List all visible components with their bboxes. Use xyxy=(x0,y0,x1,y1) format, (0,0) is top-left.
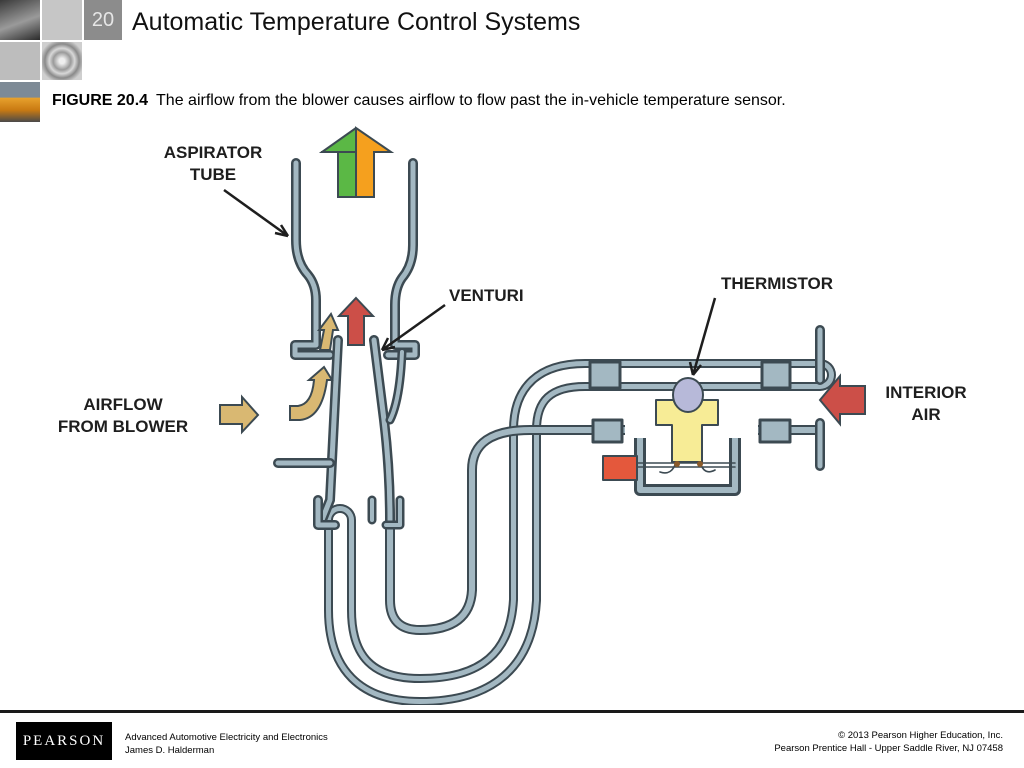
slide-number: 20 xyxy=(84,0,122,40)
aspirator-tube-diagram: ASPIRATOR TUBE VENTURI THERMISTOR AIRFLO… xyxy=(58,126,967,705)
venturi-base-flange-fill xyxy=(370,498,402,527)
upper-duct-flange-left xyxy=(588,360,622,390)
footer-book-info: Advanced Automotive Electricity and Elec… xyxy=(125,731,328,757)
thermistor-lead-dot-2 xyxy=(697,461,703,467)
diagram-drawing xyxy=(273,158,836,705)
label-aspirator-tube-line1: ASPIRATOR xyxy=(164,143,263,162)
label-aspirator-tube-line2: TUBE xyxy=(190,165,236,184)
interior-air-arrow xyxy=(818,373,866,427)
thermistor-leader-line xyxy=(691,297,717,376)
venturi-right-edge-fill xyxy=(371,337,393,523)
figure-caption-text: The airflow from the blower causes airfl… xyxy=(156,92,786,109)
slide-title: Automatic Temperature Control Systems xyxy=(132,8,581,36)
car-photo-thumbnail xyxy=(0,0,40,40)
blower-flow-arrow-curve xyxy=(289,365,334,421)
venturi-splitter-fill xyxy=(388,350,404,422)
lower-duct-flange-right xyxy=(758,418,792,444)
footer-copyright-info: © 2013 Pearson Higher Education, Inc. Pe… xyxy=(774,729,1003,755)
footer-divider xyxy=(0,710,1024,713)
label-thermistor: THERMISTOR xyxy=(721,274,833,293)
sports-car-thumbnail xyxy=(0,82,40,122)
label-airflow-line1: AIRFLOW xyxy=(83,395,163,414)
footer-copyright: © 2013 Pearson Higher Education, Inc. xyxy=(838,730,1003,741)
footer-book-title: Advanced Automotive Electricity and Elec… xyxy=(125,732,328,743)
venturi-leader-line xyxy=(381,303,446,352)
wheel-photo-thumbnail xyxy=(42,42,82,80)
figure-label: FIGURE 20.4 xyxy=(52,92,149,109)
figure-caption: FIGURE 20.4 The airflow from the blower c… xyxy=(52,92,786,110)
aspirator-leader-line xyxy=(223,188,289,238)
venturi-left-edge-fill xyxy=(319,337,341,523)
pearson-logo: PEARSON xyxy=(16,722,112,760)
aspirator-leader-arrowhead xyxy=(274,224,290,238)
lower-duct-flange-left xyxy=(591,418,624,444)
airflow-from-blower-arrow xyxy=(219,394,260,435)
footer-author: James D. Halderman xyxy=(125,745,215,756)
label-venturi: VENTURI xyxy=(449,286,524,305)
exit-arrow-left xyxy=(318,127,357,198)
venturi-leader-arrowhead xyxy=(380,337,396,352)
gray-tile-thumbnail-2 xyxy=(0,42,40,80)
venturi-flow-arrow xyxy=(336,296,376,346)
airflow-arrows xyxy=(219,126,866,435)
label-interior-air-line2: AIR xyxy=(911,405,940,424)
label-interior-air-line1: INTERIOR xyxy=(885,383,966,402)
upper-duct-flange-right xyxy=(760,360,792,390)
label-airflow-line2: FROM BLOWER xyxy=(58,417,188,436)
aspirator-left-wall-fill xyxy=(292,160,333,358)
sensor-housing-fill xyxy=(637,427,738,493)
thermistor-lead-dot xyxy=(674,461,680,467)
exit-arrow-right xyxy=(355,126,395,198)
gray-tile-thumbnail xyxy=(42,0,82,40)
thermistor-leader-arrowhead xyxy=(688,361,702,376)
header-thumbnails xyxy=(0,0,84,122)
leader-lines xyxy=(223,188,717,376)
blower-inlet-wall-fill xyxy=(275,460,338,528)
u-duct-inner-wall-fill xyxy=(387,427,823,633)
blower-flow-arrow-upper xyxy=(317,312,340,351)
electrical-connector xyxy=(602,455,638,481)
aspirator-right-wall-fill xyxy=(385,160,418,358)
footer-publisher: Pearson Prentice Hall - Upper Saddle Riv… xyxy=(774,743,1003,754)
u-duct-channel xyxy=(333,368,827,697)
thermistor-bulb xyxy=(672,377,704,413)
